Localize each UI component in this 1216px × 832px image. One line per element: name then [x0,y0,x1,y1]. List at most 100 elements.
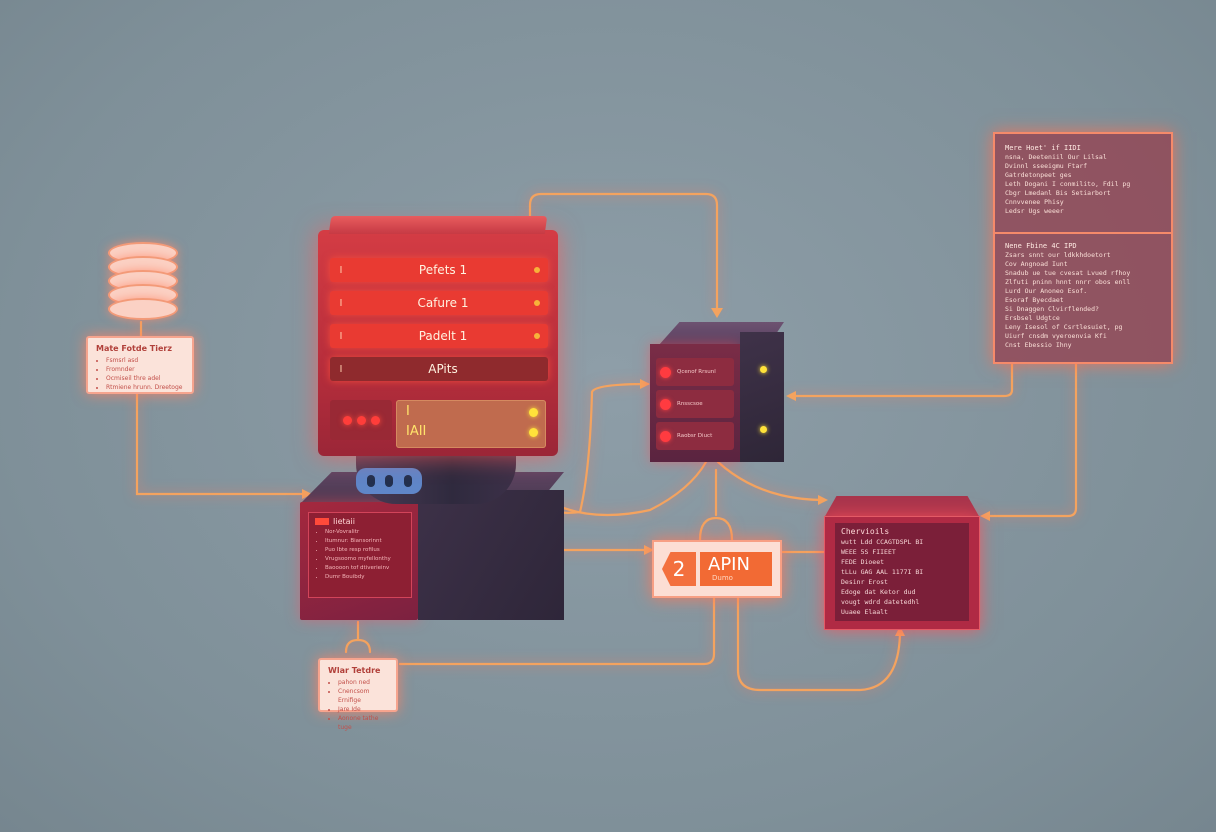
list-item: Vrugsoomo myfellonthy [325,555,405,564]
yellow-led-icon [529,408,538,417]
doc-line: Cnst Ebessio Ihny [1005,341,1072,349]
red-led-icon [660,430,671,442]
bottom-note-title: Wlar Tetdre [328,666,381,675]
status-led-icon [534,300,540,306]
terminal-line: FEDE Dioeet [841,558,885,566]
status-led-icon [534,333,540,339]
wire-server-to-cube-top [528,192,719,314]
terminal-line: Edoge dat Ketor dud [841,588,916,596]
server-led-panel [330,400,392,440]
slot-marker: I [339,297,343,309]
status-led-icon [534,267,540,273]
panel-text: IAII [406,424,427,439]
arrow-cube-left [640,379,650,389]
arrow-term-in [818,495,828,505]
red-led-icon [660,398,671,410]
slot-marker: I [339,363,343,375]
doc-line: Ersbsel Udgtce [1005,314,1060,322]
slot-label: Pefets 1 [418,263,468,277]
red-led-icon [342,415,352,425]
slot-label: Padelt 1 [418,329,468,343]
list-item: Puo Ibte resp rofilus [325,546,405,555]
slot-marker: I [339,264,343,276]
server-slot: I Pefets 1 [330,258,548,282]
doc-line: Si Dnaggen Clvirflended? [1005,305,1099,313]
list-item: Rtmiene hrunn. Dreetoge [106,383,184,392]
api-label: APIN [708,554,750,575]
documentation-panel: Mere Hoet' if IIDI nsna, Deeteniil Our L… [993,132,1173,364]
slot-label: APits [428,362,458,376]
yellow-led-icon [760,426,767,433]
list-item: Fromnder [106,365,184,374]
db-note-title: Mate Fotde Tierz [96,344,173,353]
cube-slot: Qcenof Rrsunl [656,358,734,386]
server-display-panel: I IAII [396,400,546,448]
doc-line: Esoraf Byecdaet [1005,296,1064,304]
list-item: Jare Ide [338,705,388,714]
doc-line: Cnnvvenee Phisy [1005,198,1064,206]
panel-text: I [406,404,410,419]
slot-marker: I [339,330,343,342]
doc-line: Leny Isesol of Csrtlesuiet, pg [1005,323,1123,331]
terminal-box: Chervioils wutt Ldd CCAGTDSPL BI WEEE 5S… [824,496,980,630]
server-pedestal [356,452,516,504]
cube-slot: Rnsscsoe [656,390,734,418]
yellow-led-icon [760,366,767,373]
api-node: 2 APIN Dumo [652,540,782,598]
cube-server: Qcenof Rrsunl Rnsscsoe Raobsr Diuct [650,322,784,462]
doc-divider [995,232,1171,234]
pedestal-indicator-band [356,468,422,494]
list-item: Nor-Vovralitr [325,528,405,537]
red-led-icon [370,415,380,425]
doc-block-title: Nene Fbine 4C IPD [1005,242,1077,250]
list-item: Baoooon tof dtiverieinv [325,564,405,573]
arrow-doc-term [980,511,990,521]
doc-line: Uiurf cnsdm vyeroenvia Kfi [1005,332,1107,340]
list-item: Fsmsrl asd [106,356,184,365]
list-item: Dumr Bouibdy [325,573,405,582]
doc-line: Cov Angnoad Iunt [1005,260,1068,268]
main-server: I Pefets 1 I Cafure 1 I Padelt 1 I APits… [318,216,558,456]
wire-api-down-right [736,596,902,692]
terminal-title: Chervioils [841,527,890,536]
list-item: Ocmiseil thre adel [106,374,184,383]
list-item: Itumnur: Biansorinnt [325,537,405,546]
terminal-line: Uuaee Elaalt [841,608,888,616]
db-note-card: Mate Fotde Tierz Fsmsrl asd Fromnder Ocm… [86,336,194,394]
doc-line: nsna, Deeteniil Our Lilsal [1005,153,1107,161]
terminal-screen: Chervioils wutt Ldd CCAGTDSPL BI WEEE 5S… [835,523,969,621]
wire-base-to-bottom-note [344,620,372,654]
red-led-icon [660,366,671,378]
cube-slot-label: Rnsscsoe [677,401,703,407]
cube-slot: Raobsr Diuct [656,422,734,450]
wire-doc-to-term [982,362,1078,518]
doc-line: Ledsr Ugs weeer [1005,207,1064,215]
arrow-base-left [302,489,312,499]
doc-line: Lurd Our Anoneo Esof. [1005,287,1088,295]
doc-line: Dvinnl sseeigmu Ftarf [1005,162,1088,170]
list-item: Cnencsom Ernifige [338,687,388,705]
base-screen-title: Iietaii [333,517,355,526]
terminal-line: Desinr Erost [841,578,888,586]
doc-block: Mere Hoet' if IIDI nsna, Deeteniil Our L… [1005,144,1130,216]
yellow-led-icon [529,428,538,437]
terminal-line: tLLu GAG AAL 1177I BI [841,568,924,576]
cube-slot-label: Qcenof Rrsunl [677,369,716,375]
wire-api-top [698,516,734,542]
doc-line: Snadub ue tue cvesat Lvued rfhoy [1005,269,1131,277]
wire-api-down-left [398,596,716,666]
wire-doc-to-cube [788,362,1014,398]
doc-line: Cbgr Lmedanl Bis Setiarbort [1005,189,1111,197]
wire-cube-to-term [716,460,826,502]
arrow-cube-top [711,308,723,318]
arrow-cube-mid [644,545,654,555]
doc-line: Zlfuti pninn hnnt nnrr obos enll [1005,278,1131,286]
database-icon [108,242,178,322]
api-step-number: 2 [662,552,696,586]
api-sublabel: Dumo [712,574,733,582]
list-item: pahon ned [338,678,388,687]
slot-label: Cafure 1 [417,296,469,310]
cube-slot-label: Raobsr Diuct [677,433,713,439]
terminal-line: wutt Ldd CCAGTDSPL BI [841,538,924,546]
